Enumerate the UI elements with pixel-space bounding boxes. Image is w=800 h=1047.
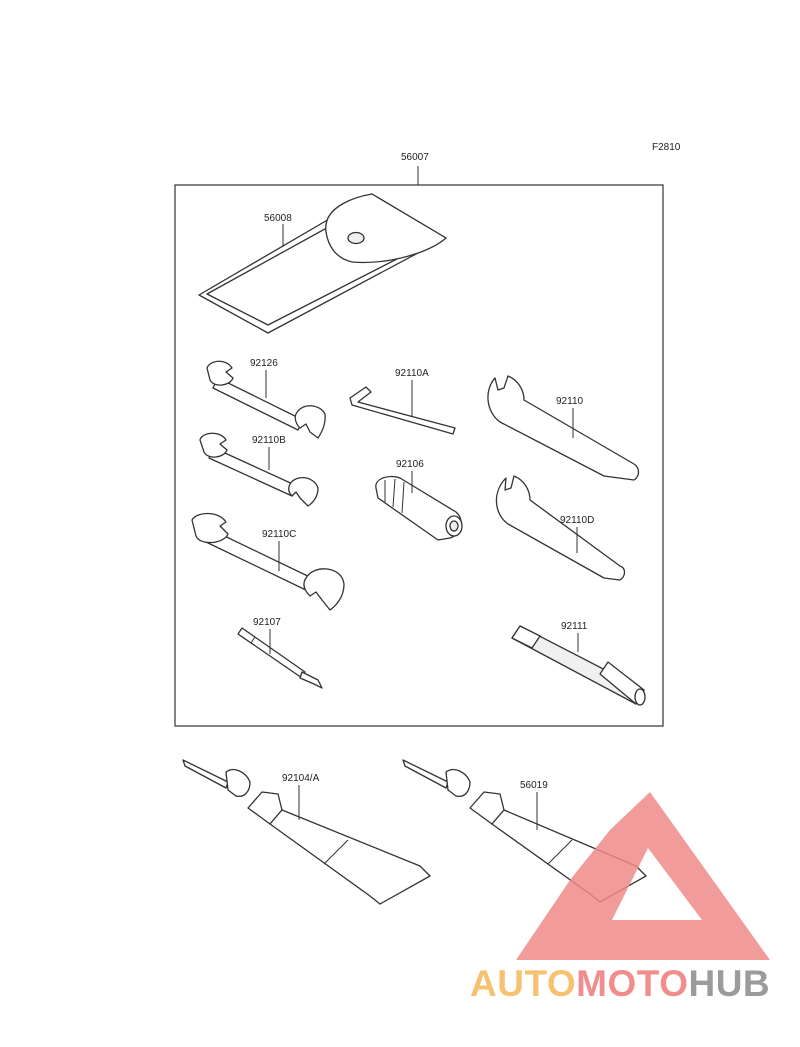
plug-tool-92106 [375, 475, 463, 541]
label-92104A: 92104/A [282, 773, 320, 784]
label-92110C: 92110C [262, 529, 296, 540]
label-56008: 56008 [264, 213, 292, 224]
watermark-auto: AUTO [470, 963, 576, 1004]
watermark-hub: HUB [688, 963, 770, 1004]
watermark-moto: MOTO [576, 963, 688, 1004]
label-92110A: 92110A [395, 368, 429, 379]
wrench-92126 [206, 360, 326, 439]
tool-pouch [198, 193, 447, 334]
label-92111: 92111 [561, 621, 588, 632]
watermark-logo: AUTOMOTOHUB [470, 792, 770, 1004]
label-92110B: 92110B [252, 435, 286, 446]
label-92110D: 92110D [560, 515, 594, 526]
kit-box [174, 184, 664, 727]
wrench-92110B [199, 432, 319, 507]
label-92110: 92110 [556, 396, 584, 407]
label-92126: 92126 [250, 358, 278, 369]
label-56019: 56019 [520, 780, 548, 791]
tube-92104A [182, 759, 431, 905]
label-92106: 92106 [396, 459, 424, 470]
hex-key-92110A [349, 386, 456, 435]
svg-text:AUTOMOTOHUB: AUTOMOTOHUB [470, 963, 770, 1004]
watermark-triangle-icon [516, 792, 770, 960]
spanner-92110D [495, 475, 626, 581]
wrench-92110C [191, 512, 345, 611]
label-92107: 92107 [253, 617, 281, 628]
label-56007: 56007 [401, 152, 429, 163]
screwdriver-bit-92107 [237, 627, 323, 689]
spanner-92110 [487, 375, 640, 481]
extension-bar-92111 [511, 625, 646, 706]
figure-code: F2810 [652, 142, 681, 153]
